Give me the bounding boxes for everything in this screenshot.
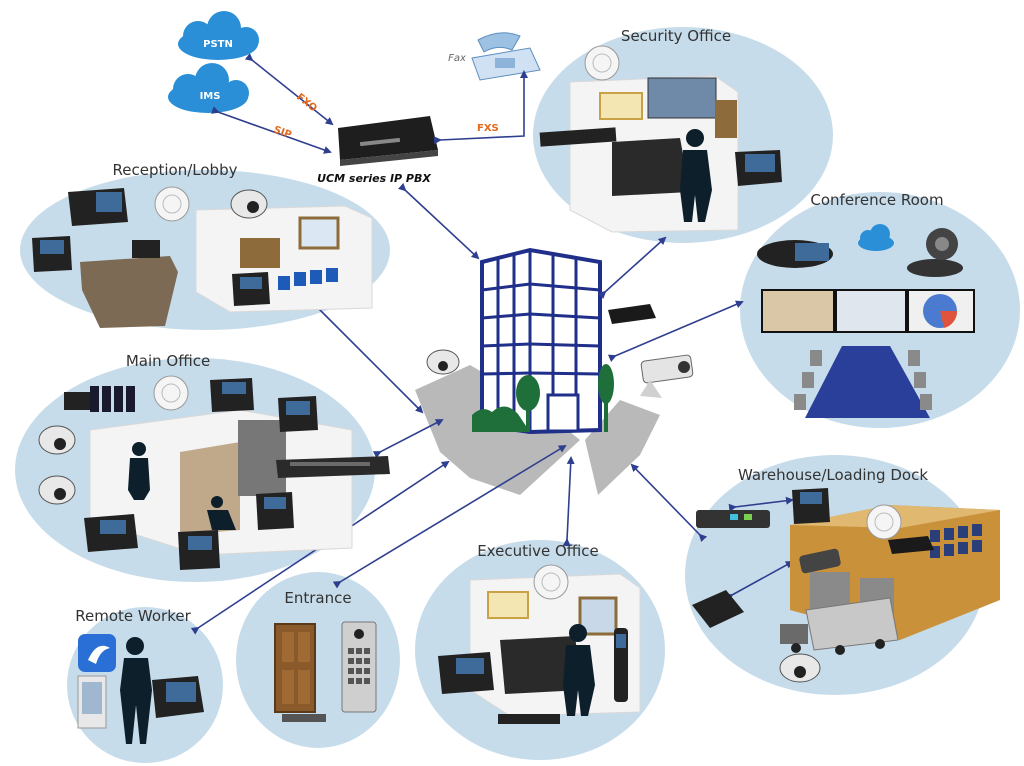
ip-phone-icon	[32, 236, 72, 272]
conference-scene	[757, 224, 975, 418]
ip-phone-icon	[84, 514, 138, 552]
tree-icon	[516, 375, 540, 431]
bullet-camera-icon	[640, 354, 694, 398]
remote-worker-scene	[77, 634, 204, 744]
dome-camera-icon	[38, 425, 76, 455]
pstn-ims-links	[211, 53, 528, 154]
door-icon	[274, 623, 316, 713]
cloud-icon	[178, 11, 259, 60]
executive-office-scene	[438, 564, 641, 724]
access-point-icon	[866, 504, 902, 540]
pbx-device-icon	[338, 116, 438, 166]
dome-camera-icon	[779, 653, 821, 683]
access-point-icon	[533, 564, 569, 600]
fax-label: Fax	[448, 53, 466, 64]
link-reception	[310, 300, 424, 414]
access-point-icon	[154, 186, 190, 222]
link-pbx-fax	[433, 70, 528, 145]
person-icon	[680, 129, 712, 222]
pbx-caption: UCM series IP PBX	[317, 172, 431, 185]
conference-phone-icon	[757, 240, 833, 268]
network-switch-icon	[276, 456, 390, 478]
link-executive	[562, 456, 575, 547]
link-ims-pbx	[211, 106, 332, 154]
tree-icon	[472, 406, 530, 432]
zone-title-main-office: Main Office	[126, 352, 210, 370]
person-icon	[120, 637, 152, 744]
person-icon	[563, 624, 595, 716]
dome-camera-icon	[426, 349, 460, 375]
truck-icon	[780, 597, 899, 655]
central-hub	[415, 247, 694, 495]
router-icon	[692, 590, 744, 628]
cloud-pstn: PSTN	[178, 11, 259, 60]
cloud-icon	[168, 63, 249, 113]
link-pbx-building	[397, 182, 480, 260]
zone-title-security: Security Office	[621, 27, 731, 45]
building-icon	[480, 247, 602, 435]
link-warehouse-switch	[728, 496, 794, 512]
ip-phone-icon	[614, 628, 628, 702]
zone-title-reception: Reception/Lobby	[113, 161, 238, 179]
ip-phone-icon	[792, 488, 830, 524]
dome-camera-icon	[38, 475, 76, 505]
router-icon	[888, 536, 934, 554]
ip-phone-icon	[152, 676, 204, 718]
cloud-icon	[858, 224, 894, 251]
fax-machine: Fax	[448, 32, 541, 81]
link-main-office	[372, 419, 444, 459]
cloud-ims: IMS	[168, 63, 249, 113]
link-conference	[607, 300, 744, 363]
ip-phone-icon	[178, 530, 220, 570]
video-camera-icon	[907, 228, 963, 277]
zone-title-remote: Remote Worker	[75, 607, 191, 625]
ip-phone-icon	[735, 150, 782, 186]
link-warehouse-router	[724, 561, 794, 602]
platform-right	[585, 400, 660, 495]
tree-icon	[598, 364, 614, 432]
router-icon	[696, 510, 770, 528]
hub-links	[190, 182, 794, 635]
link-entrance	[332, 444, 567, 589]
link-label-fxs: FXS	[477, 123, 499, 134]
main-office-scene	[38, 375, 390, 570]
dome-camera-icon	[230, 189, 268, 219]
app-logo-icon	[78, 634, 116, 672]
entrance-scene	[274, 621, 377, 722]
ip-phone-icon	[438, 652, 494, 694]
router-icon	[608, 304, 656, 324]
security-office-scene	[539, 45, 782, 233]
link-pstn-pbx	[244, 53, 334, 126]
pbx-device: UCM series IP PBX	[317, 116, 438, 185]
door-intercom-icon	[341, 621, 377, 713]
cloud-label-pstn: PSTN	[203, 39, 233, 50]
ip-phone-icon	[210, 378, 254, 412]
link-security	[597, 236, 667, 299]
bullet-camera-icon	[799, 548, 841, 574]
zone-title-conference: Conference Room	[810, 191, 943, 209]
access-point-icon	[584, 45, 620, 81]
link-warehouse	[630, 463, 708, 543]
reception-scene	[32, 186, 373, 328]
fax-machine-icon	[471, 32, 541, 81]
link-label-sip: SIP	[272, 124, 293, 141]
zone-title-entrance: Entrance	[284, 589, 351, 607]
access-point-icon	[153, 375, 189, 411]
person-icon	[207, 496, 236, 530]
person-icon	[128, 442, 150, 500]
ip-phone-icon	[256, 492, 294, 530]
ip-phone-icon	[278, 396, 318, 432]
ip-phone-icon	[232, 272, 270, 306]
ip-phone-icon	[68, 188, 128, 226]
cloud-label-ims: IMS	[200, 91, 221, 102]
warehouse-scene	[692, 488, 1000, 683]
zone-title-warehouse: Warehouse/Loading Dock	[738, 466, 928, 484]
zone-title-executive: Executive Office	[477, 542, 599, 560]
